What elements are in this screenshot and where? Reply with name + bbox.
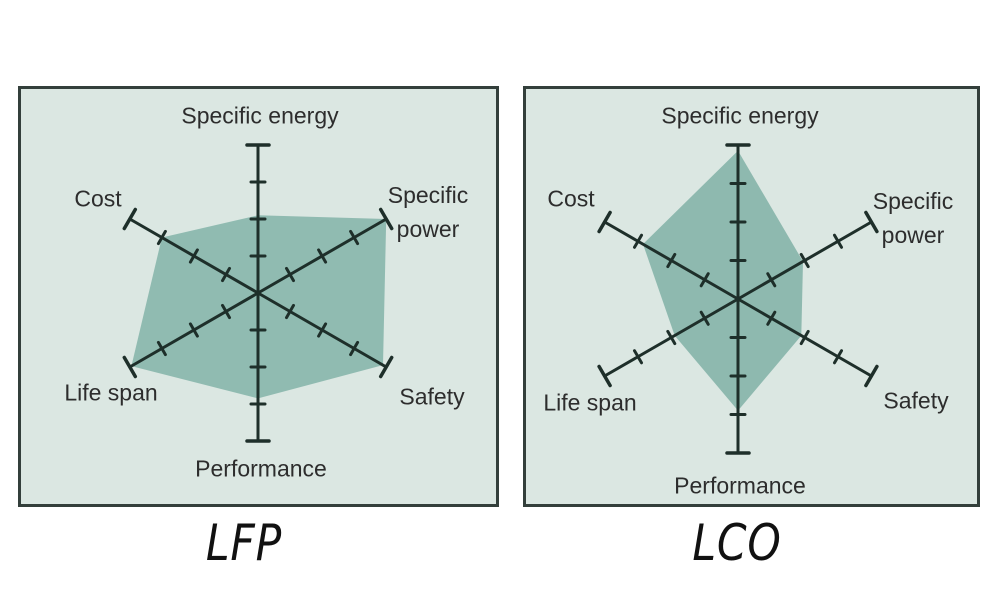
axis-label-safety: Safety: [399, 383, 465, 410]
chart-caption-lfp: LFP: [205, 514, 283, 572]
axis-label-cost: Cost: [74, 185, 122, 212]
axis-label-cost: Cost: [547, 185, 595, 212]
axis-label-specific-power-line1: Specific: [872, 188, 954, 214]
radar-chart-lco: [597, 143, 879, 455]
axis-label-life-span: Life span: [64, 379, 158, 406]
axis-label-life-span: Life span: [543, 389, 637, 416]
axis-label-specific-energy: Specific energy: [181, 102, 339, 129]
axis-label-specific-power: Specific power: [873, 184, 954, 252]
axis-label-specific-power-line1: Specific: [387, 182, 469, 208]
axis-label-performance: Performance: [674, 472, 806, 499]
axis-label-performance: Performance: [195, 455, 327, 482]
axis-label-safety: Safety: [883, 387, 949, 414]
axis-label-specific-power: Specific power: [388, 178, 469, 246]
radar-chart-lfp: [122, 143, 394, 443]
chart-caption-lco: LCO: [692, 514, 782, 572]
axis-label-specific-power-line2: power: [881, 222, 945, 248]
axis-label-specific-power-line2: power: [396, 216, 460, 242]
radar-panel-lco: Specific energy Cost Specific power Safe…: [523, 86, 980, 507]
axis-label-specific-energy: Specific energy: [661, 102, 819, 129]
radar-panel-lfp: Specific energy Cost Specific power Safe…: [18, 86, 499, 507]
